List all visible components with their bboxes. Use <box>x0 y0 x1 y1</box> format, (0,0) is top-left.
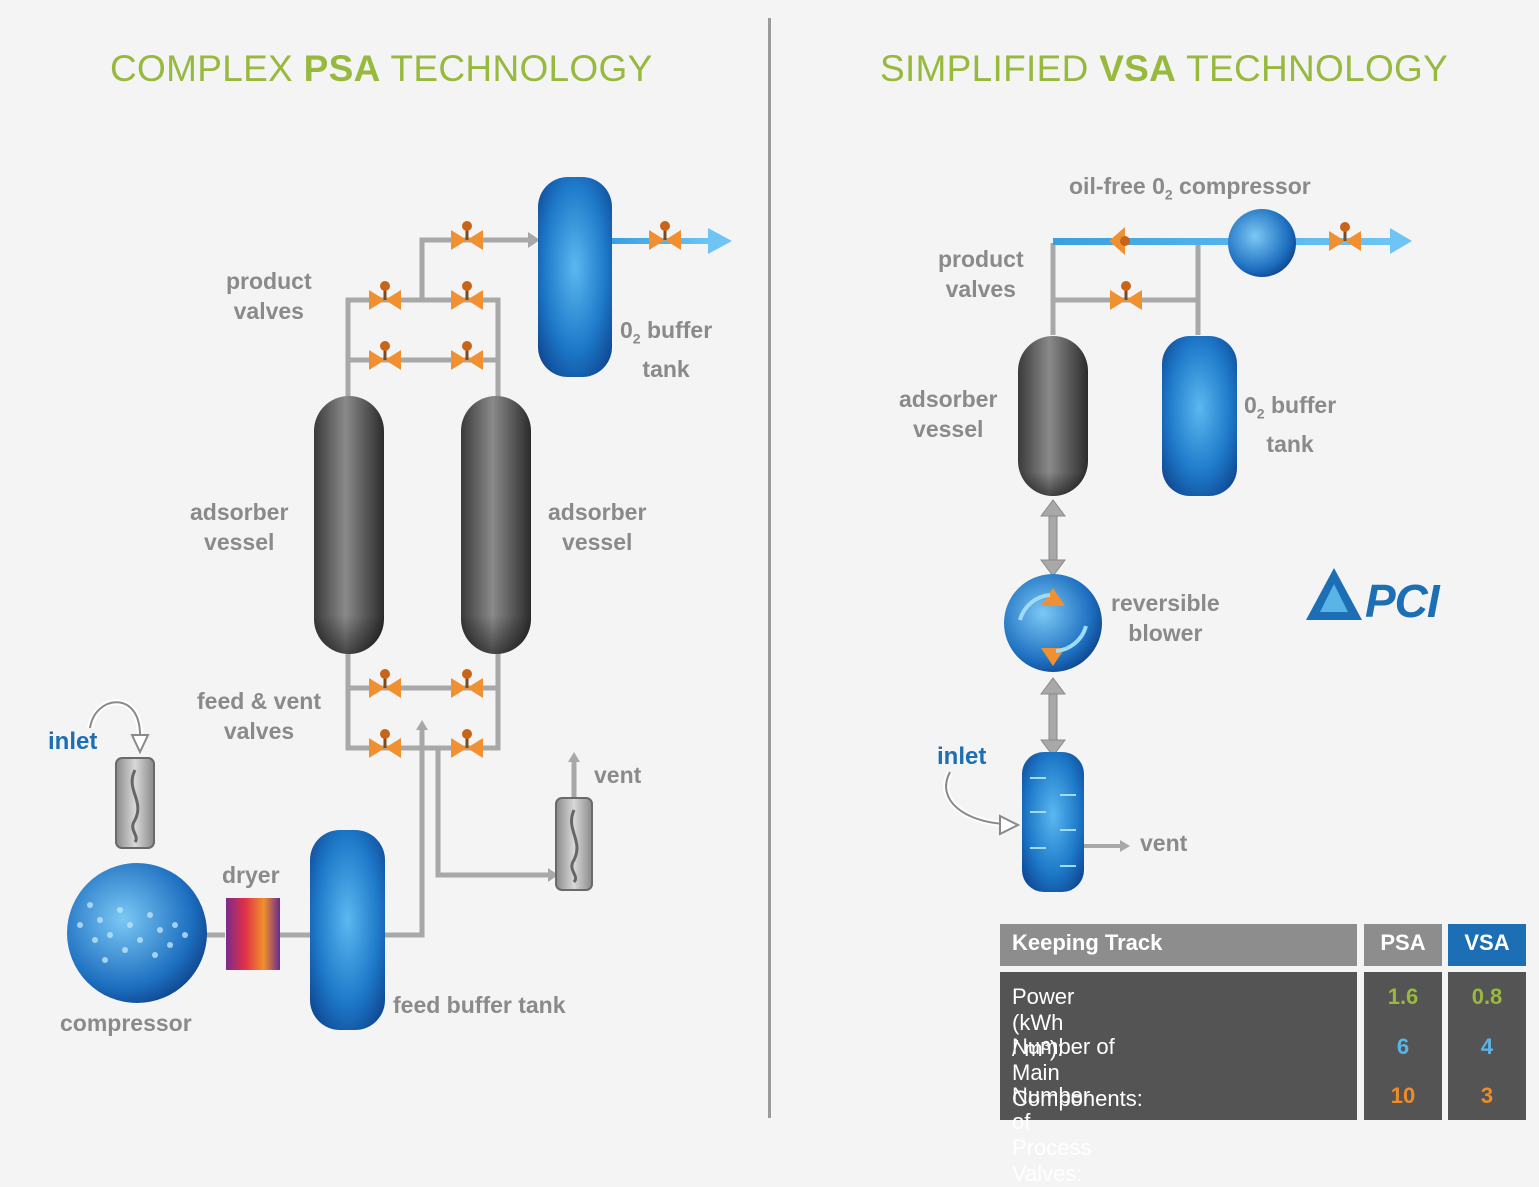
psa-dryer-label: dryer <box>222 862 280 888</box>
psa-o2-buffer-tank <box>538 177 612 377</box>
vsa-o2-buffer-label: 02 buffer tank <box>1244 392 1337 457</box>
process-diagram <box>67 177 1412 1030</box>
table-col-psa: PSA <box>1364 924 1442 966</box>
vsa-o2-buffer-tank <box>1162 336 1237 496</box>
center-divider <box>768 18 771 1118</box>
vsa-piping <box>1050 243 1201 335</box>
psa-vent-filter <box>555 797 593 891</box>
table-vsa-bg <box>1448 972 1526 1120</box>
table-row-vsa-value: 3 <box>1480 1083 1494 1108</box>
vsa-valves <box>1109 222 1361 310</box>
table-row-psa-value: 6 <box>1396 1034 1410 1059</box>
vsa-title-suffix: TECHNOLOGY <box>1176 48 1449 89</box>
pci-logo-text: PCI <box>1365 575 1440 627</box>
psa-valves <box>369 221 681 758</box>
psa-compressor-label: compressor <box>60 1010 192 1036</box>
blower-arrow-up-icon <box>1041 588 1065 606</box>
psa-title-suffix: TECHNOLOGY <box>380 48 653 89</box>
vsa-title-bold: VSA <box>1099 48 1177 89</box>
vsa-oil-free-label: oil-free 02 compressor <box>1069 173 1311 203</box>
table-row-psa-value: 10 <box>1390 1083 1416 1108</box>
psa-feed-buffer-tank <box>310 830 385 1030</box>
vsa-title-prefix: SIMPLIFIED <box>880 48 1100 89</box>
vsa-title: SIMPLIFIED VSA TECHNOLOGY <box>880 48 1448 90</box>
vsa-reversible-blower <box>1004 574 1102 672</box>
vsa-vent-label: vent <box>1140 830 1188 856</box>
vsa-filter-lines <box>1030 777 1076 867</box>
table-row-label: Power (kWh / m³): <box>1012 984 1075 1061</box>
table-psa-bg <box>1364 972 1442 1120</box>
vsa-flow-arrows <box>1040 499 1066 757</box>
table-labels-bg <box>1000 972 1357 1120</box>
table-col-vsa: VSA <box>1448 924 1526 966</box>
pci-logo-icon <box>1306 568 1362 620</box>
table-row-label: Number of Process Valves: <box>1012 1083 1092 1186</box>
psa-inlet-filter <box>115 757 155 849</box>
table-row-label: Number of Main Components: <box>1012 1034 1143 1111</box>
psa-vent-label: vent <box>594 762 642 788</box>
table-header: Keeping Track <box>1000 924 1357 966</box>
psa-o2-buffer-label: 02 buffer tank <box>620 317 713 382</box>
psa-inlet-label: inlet <box>48 728 98 755</box>
table-row-vsa-value: 0.8 <box>1471 984 1503 1009</box>
compressor-dots-icon <box>77 902 188 963</box>
vsa-inlet-label: inlet <box>937 743 987 770</box>
vsa-product-line <box>1053 238 1393 245</box>
vsa-inlet-filter <box>1022 752 1084 892</box>
table-row-vsa-value: 4 <box>1480 1034 1494 1059</box>
psa-compressor <box>67 863 207 1003</box>
psa-feed-buffer-label: feed buffer tank <box>393 992 566 1018</box>
psa-dryer <box>226 898 280 970</box>
psa-title-prefix: COMPLEX <box>110 48 304 89</box>
psa-title: COMPLEX PSA TECHNOLOGY <box>110 48 653 90</box>
vsa-oil-free-compressor <box>1228 209 1296 277</box>
table-row-psa-value: 1.6 <box>1387 984 1419 1009</box>
blower-rotate-icon <box>1018 593 1051 621</box>
psa-title-bold: PSA <box>303 48 381 89</box>
